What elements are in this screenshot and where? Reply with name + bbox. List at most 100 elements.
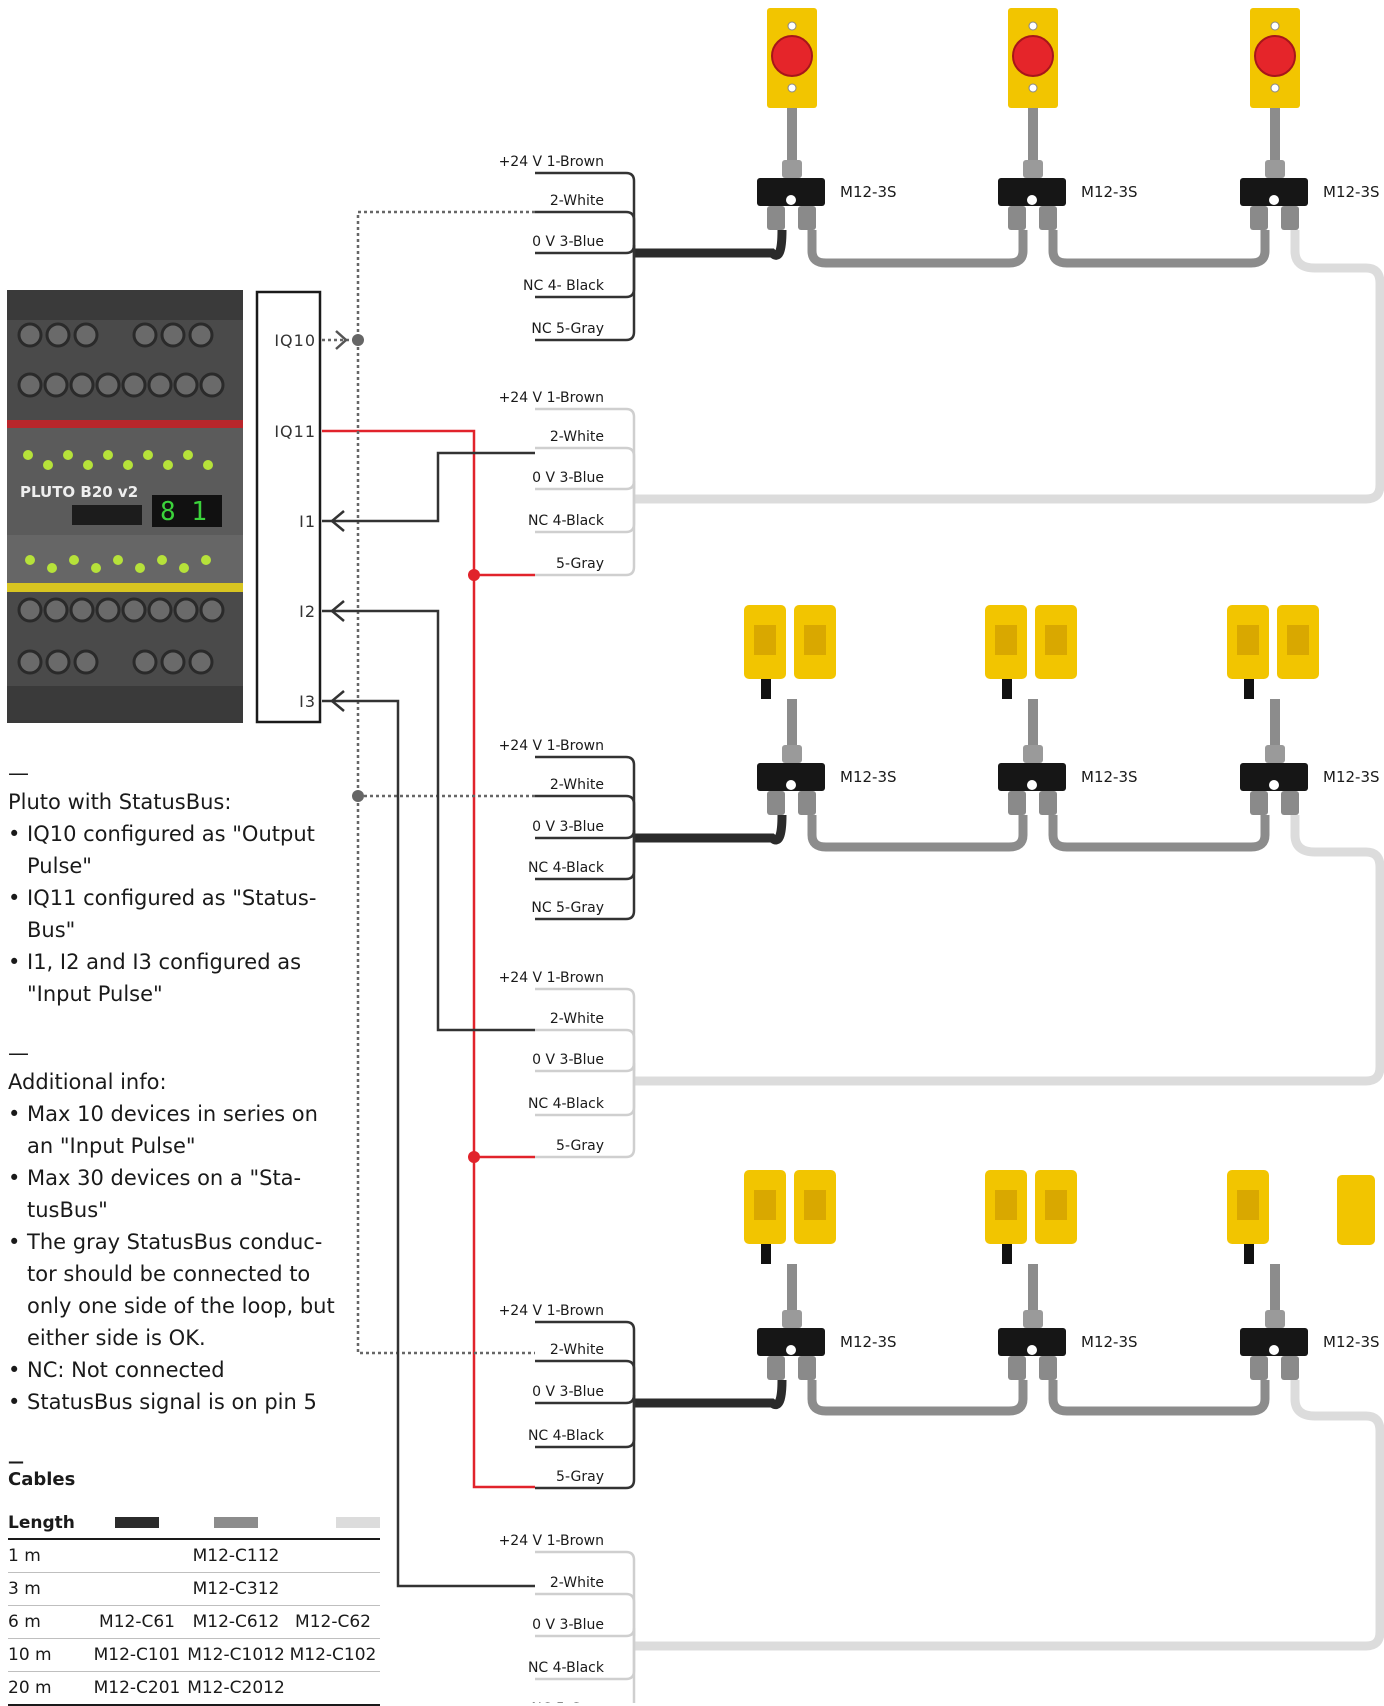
terminal-screw xyxy=(199,597,225,623)
terminal-screw xyxy=(121,597,147,623)
terminal-screw xyxy=(73,322,99,348)
status-led xyxy=(123,460,133,470)
wire-line xyxy=(535,1592,636,1636)
cable-mid xyxy=(807,230,1028,268)
sensor-label xyxy=(995,1190,1017,1220)
pluto-model-label: PLUTO B20 v2 xyxy=(20,483,138,501)
screw-icon xyxy=(1028,83,1038,93)
connector-port-icon xyxy=(1269,780,1279,790)
wire-label: +24 V 1-Brown xyxy=(499,970,604,986)
cable-gland xyxy=(798,206,816,230)
m12-3s-connector xyxy=(757,1328,825,1356)
terminal-screw xyxy=(17,649,43,675)
additional-item: NC: Not connected xyxy=(8,1354,338,1386)
wire-label: 0 V 3-Blue xyxy=(532,1052,604,1068)
status-led xyxy=(83,460,93,470)
terminal-screw xyxy=(73,649,99,675)
additional-item: The gray StatusBus conduc-tor should be … xyxy=(8,1226,338,1354)
cable-gland xyxy=(1039,1356,1057,1380)
cable-swatch-light xyxy=(336,1517,380,1528)
terminal-screw xyxy=(132,322,158,348)
wire-line xyxy=(535,1028,636,1071)
wire-label: +24 V 1-Brown xyxy=(499,154,604,170)
input-pulse-line xyxy=(322,699,535,1588)
wire-label: NC 4-Black xyxy=(528,1428,605,1444)
status-led xyxy=(135,563,145,573)
cable-gland xyxy=(1008,791,1026,815)
output-pulse-line xyxy=(356,210,535,1355)
cables-title: Cables xyxy=(8,1469,76,1490)
status-led xyxy=(183,450,193,460)
junction-dot xyxy=(468,569,480,581)
wire-label: 2-White xyxy=(550,429,604,445)
wire-label: +24 V 1-Brown xyxy=(499,1533,604,1549)
terminal-screw xyxy=(95,597,121,623)
wire-label: 2-White xyxy=(550,777,604,793)
status-led xyxy=(201,555,211,565)
actuator-label xyxy=(804,1190,826,1220)
wire-label: NC 5-Gray xyxy=(531,900,604,916)
stem-cable xyxy=(1028,699,1038,755)
wire-label: +24 V 1-Brown xyxy=(499,1303,604,1319)
junction-dot xyxy=(352,334,364,346)
connector-port-icon xyxy=(786,780,796,790)
statusbus-line xyxy=(322,429,535,1489)
cable-gland xyxy=(767,1356,785,1380)
cable-light xyxy=(634,815,1384,1086)
pin-label: IQ11 xyxy=(274,422,316,441)
sensor-cable-end xyxy=(761,1244,771,1264)
wire-line xyxy=(535,755,636,838)
status-led xyxy=(43,460,53,470)
junction-dot xyxy=(352,790,364,802)
cable-dark xyxy=(634,229,787,260)
wire-line xyxy=(535,171,636,253)
cable-gland xyxy=(782,1310,802,1328)
status-led xyxy=(157,555,167,565)
screw-icon xyxy=(787,21,797,31)
cable-light xyxy=(634,230,1384,504)
m12-3s-connector xyxy=(1240,1328,1308,1356)
status-led xyxy=(25,555,35,565)
status-led xyxy=(143,450,153,460)
cable-gland xyxy=(798,1356,816,1380)
wire-label: 5-Gray xyxy=(556,556,604,572)
notes-dash: — xyxy=(8,761,29,785)
terminal-screw xyxy=(160,322,186,348)
sensor-cable-end xyxy=(1244,679,1254,699)
wire-label: NC 4-Black xyxy=(528,513,605,529)
stem-cable xyxy=(1028,108,1038,170)
length-header: Length xyxy=(8,1508,88,1540)
status-led xyxy=(113,555,123,565)
status-led xyxy=(63,450,73,460)
wire-label: NC 4-Black xyxy=(528,1096,605,1112)
sensor-label xyxy=(754,625,776,655)
notes-heading: Pluto with StatusBus: xyxy=(8,790,232,814)
arrow-left-icon xyxy=(330,510,345,532)
wire-line xyxy=(535,1320,636,1403)
cable-dark xyxy=(634,1379,787,1410)
terminal-screw xyxy=(43,372,69,398)
connector-port-icon xyxy=(1269,195,1279,205)
cable-gland xyxy=(1250,1356,1268,1380)
estop-button xyxy=(1254,35,1296,77)
connector-port-icon xyxy=(1269,1345,1279,1355)
connector-port-icon xyxy=(786,1345,796,1355)
cable-mid xyxy=(807,1380,1028,1416)
connector-label: M12-3S xyxy=(1081,1333,1138,1351)
wire-line xyxy=(535,446,636,489)
additional-item: StatusBus signal is on pin 5 xyxy=(8,1386,338,1418)
wire-label: NC 4- Black xyxy=(523,278,605,294)
terminal-screw xyxy=(173,597,199,623)
wire-bundles: +24 V 1-Brown 2-White 0 V 3-Blue NC 4- Blac… xyxy=(499,154,636,1703)
stem-cable xyxy=(1270,1264,1280,1320)
wire-line xyxy=(535,1062,636,1073)
wire-label: NC 4-Black xyxy=(528,860,605,876)
cables-dash: — xyxy=(8,1452,24,1471)
stem-cable xyxy=(1270,699,1280,755)
terminal-screw xyxy=(147,372,173,398)
wire-label: 0 V 3-Blue xyxy=(532,470,604,486)
wire-line xyxy=(535,210,636,253)
signal-lines xyxy=(322,210,535,1588)
connector-label: M12-3S xyxy=(1323,1333,1380,1351)
